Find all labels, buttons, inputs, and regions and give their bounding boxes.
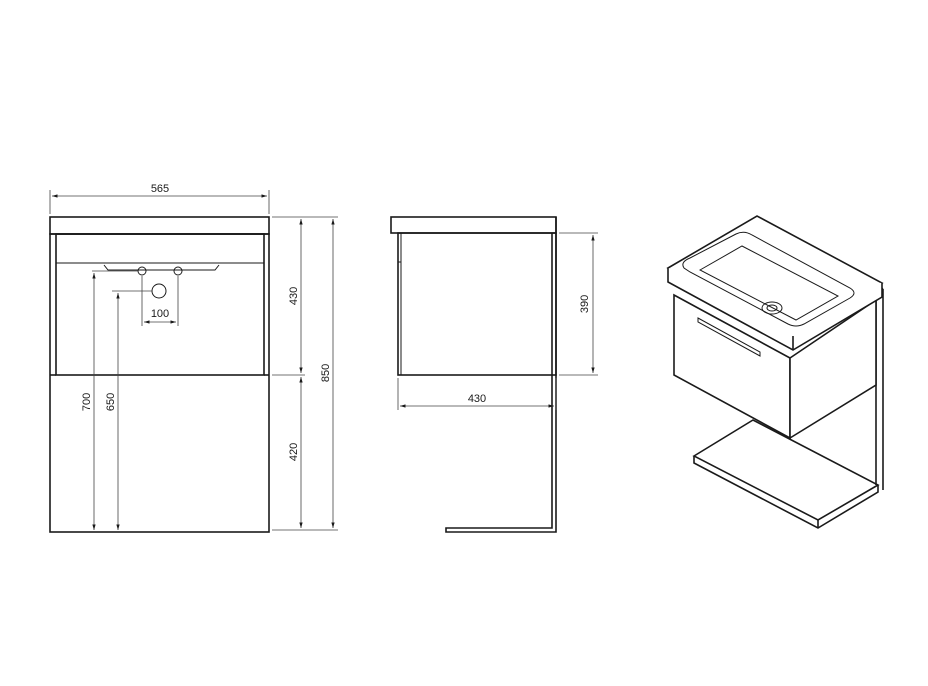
iso-basin-rim — [682, 231, 855, 327]
dim-cabinet-height: 390 — [579, 295, 591, 313]
dim-overall-width: 565 — [151, 183, 169, 195]
side-cabinet — [397, 232, 557, 376]
iso-cabinet-side — [789, 298, 877, 440]
drawer-handle — [103, 264, 220, 271]
side-frame — [445, 217, 557, 533]
dim-tap-spacing: 100 — [151, 308, 169, 320]
tap-hole-right — [173, 266, 183, 276]
washbasin-slab — [49, 216, 270, 235]
iso-drawer-handle — [697, 317, 761, 357]
dim-tap-height: 650 — [105, 393, 117, 411]
dim-waste-height: 700 — [81, 393, 93, 411]
dim-depth: 430 — [468, 393, 486, 405]
dim-shelf-height: 420 — [288, 443, 300, 461]
tap-hole-left — [137, 266, 147, 276]
side-washbasin — [390, 216, 557, 234]
dim-overall-height: 850 — [320, 364, 332, 382]
support-frame — [49, 233, 270, 533]
isometric-view — [666, 215, 884, 529]
dim-washbasin-height: 430 — [288, 287, 300, 305]
cabinet-body — [55, 233, 265, 376]
waste-outlet — [151, 283, 167, 299]
front-view: 565 100 700 650 430 420 850 — [49, 183, 338, 533]
side-view: 390 430 — [390, 216, 598, 533]
iso-shelf-edge — [693, 456, 879, 529]
iso-frame-back — [875, 285, 884, 490]
iso-drain — [761, 301, 783, 315]
iso-basin-bowl — [698, 245, 840, 321]
